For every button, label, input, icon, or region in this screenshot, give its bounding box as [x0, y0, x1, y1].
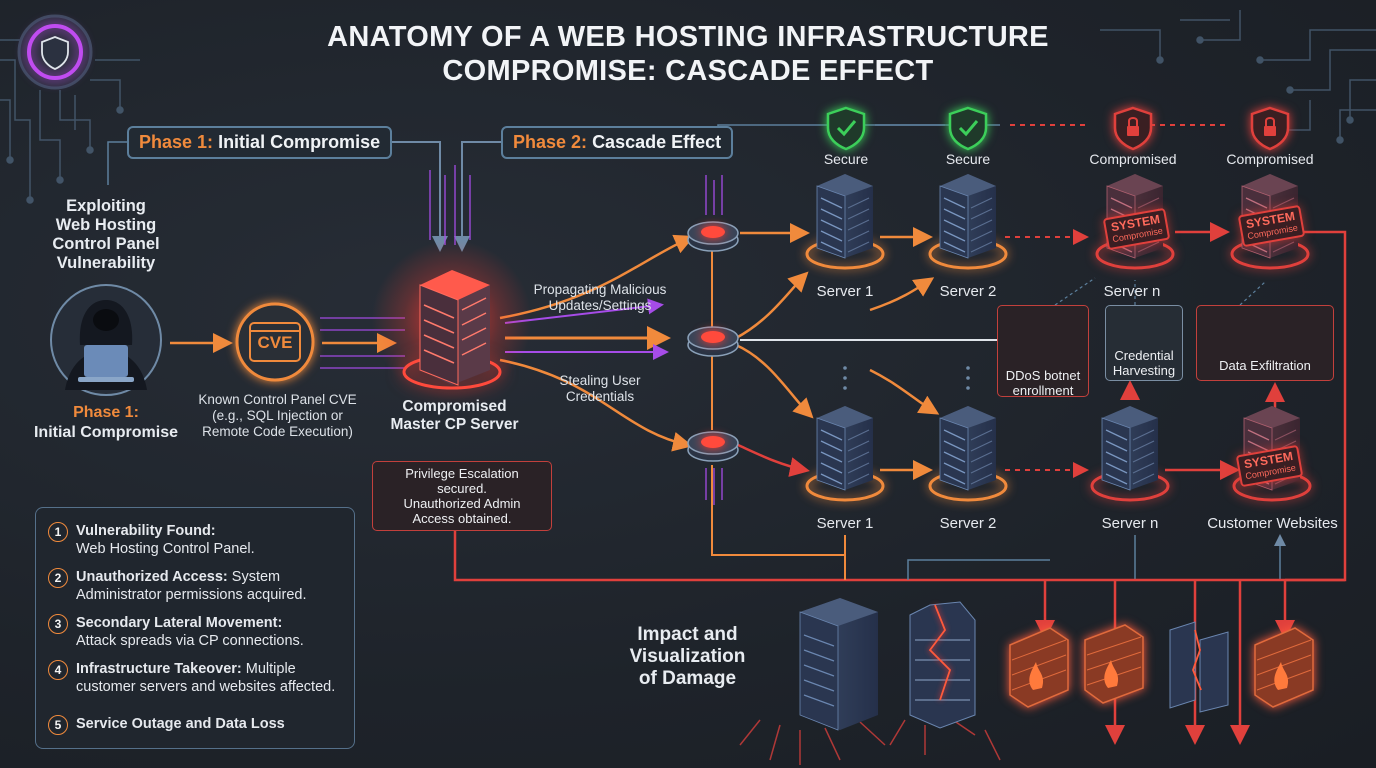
- legend-head: Service Outage and Data Loss: [76, 716, 285, 732]
- ddos-line-1: DDoS botnet: [1005, 368, 1081, 383]
- circuit-lines-left: [0, 39, 140, 204]
- stealing-line-2: Credentials: [565, 389, 635, 404]
- phase-1-caption: Phase 1: Initial Compromise: [30, 403, 182, 443]
- privilege-line-1: Privilege Escalation secured.: [405, 466, 519, 496]
- status-secure-2: Secure: [945, 151, 991, 167]
- impact-title-line-2: Visualization: [629, 646, 746, 667]
- ddos-botnet-box: DDoS botnet enrollment: [997, 305, 1089, 398]
- server-icon: [928, 174, 1008, 270]
- status-compromised-1: Compromised: [1089, 151, 1177, 167]
- exploit-line-4: Vulnerability: [56, 254, 156, 272]
- cve-caption-line-2: (e.g., SQL Injection or: [212, 408, 343, 423]
- legend-number: 1: [48, 522, 68, 542]
- legend-number: 2: [48, 568, 68, 588]
- shield-lock-icon: [1113, 106, 1153, 151]
- cred-line-2: Harvesting: [1112, 363, 1176, 378]
- exploit-label: Exploiting Web Hosting Control Panel Vul…: [30, 197, 182, 273]
- broken-server-icon: [1169, 621, 1229, 713]
- exploit-line-2: Web Hosting: [55, 216, 157, 234]
- impact-title-line-3: of Damage: [638, 668, 737, 689]
- cve-badge-text: CVE: [257, 333, 293, 352]
- phase-1-box: Phase 1: Initial Compromise: [127, 126, 393, 159]
- server-label-top-n: Server n: [1103, 283, 1161, 300]
- legend-head: Unauthorized Access:: [76, 569, 228, 585]
- propagating-line-2: Updates/Settings: [548, 298, 652, 313]
- shield-logo-icon: [17, 14, 93, 90]
- privilege-escalation-box: Privilege Escalation secured. Unauthoriz…: [372, 461, 552, 531]
- router-icon: [687, 431, 739, 462]
- master-server-icon: [372, 240, 532, 400]
- phase-2-box: Phase 2: Cascade Effect: [501, 126, 734, 159]
- firewall-fire-icon: [1084, 624, 1144, 704]
- page-title: ANATOMY OF A WEB HOSTING INFRASTRUCTURE …: [0, 20, 1376, 88]
- privilege-line-2: Unauthorized Admin: [403, 496, 521, 511]
- legend-number: 5: [48, 715, 68, 735]
- customer-websites-label: Customer Websites: [1207, 515, 1338, 532]
- legend-body: Multiple customer servers and websites a…: [76, 661, 336, 695]
- router-icon: [687, 221, 739, 252]
- firewall-fire-icon: [1254, 627, 1314, 708]
- server-icon: [1090, 406, 1170, 502]
- server-label-bottom-n: Server n: [1101, 515, 1159, 532]
- title-line-2: COMPROMISE: CASCADE EFFECT: [442, 55, 934, 87]
- exploit-line-1: Exploiting: [66, 197, 146, 215]
- data-exfiltration-box: Data Exfiltration: [1196, 305, 1334, 381]
- server-label-bottom-2: Server 2: [939, 515, 997, 532]
- impact-title-line-1: Impact and: [637, 624, 738, 645]
- master-caption: Compromised Master CP Server: [372, 398, 537, 434]
- legend-number: 3: [48, 614, 68, 634]
- cve-window-icon: [235, 302, 315, 382]
- legend-head: Vulnerability Found:: [76, 523, 216, 539]
- server-label-top-1: Server 1: [816, 283, 874, 300]
- phase-1-label: Initial Compromise: [218, 132, 381, 152]
- privilege-line-3: Access obtained.: [412, 511, 512, 526]
- cred-line-1: Credential: [1114, 348, 1174, 363]
- server-icon: [805, 174, 885, 270]
- phase-2-prefix: Phase 2:: [513, 132, 588, 152]
- legend-head: Infrastructure Takeover:: [76, 661, 242, 677]
- server-layer: [805, 174, 1312, 502]
- master-caption-line-2: Master CP Server: [390, 416, 519, 433]
- circuit-lines-right: [1100, 10, 1376, 144]
- shield-check-icon: [826, 106, 866, 151]
- phase-1-prefix: Phase 1:: [139, 132, 214, 152]
- status-compromised-2: Compromised: [1226, 151, 1314, 167]
- impact-title: Impact and Visualization of Damage: [615, 624, 760, 690]
- server-icon: [805, 406, 885, 502]
- exploit-line-3: Control Panel: [52, 235, 160, 253]
- server-label-bottom-1: Server 1: [816, 515, 874, 532]
- title-line-1: ANATOMY OF A WEB HOSTING INFRASTRUCTURE: [327, 21, 1049, 53]
- cve-caption-line-1: Known Control Panel CVE: [198, 392, 357, 407]
- phase-2-label: Cascade Effect: [592, 132, 722, 152]
- broken-server-icon: [909, 601, 976, 729]
- router-icon: [687, 326, 739, 357]
- damaged-server-icon: [799, 598, 878, 731]
- status-secure-1: Secure: [823, 151, 869, 167]
- cve-caption: Known Control Panel CVE (e.g., SQL Injec…: [190, 392, 365, 440]
- cve-caption-line-3: Remote Code Execution): [202, 424, 353, 439]
- steps-legend: 1 Vulnerability Found: Web Hosting Contro…: [35, 507, 355, 749]
- server-label-top-2: Server 2: [939, 283, 997, 300]
- firewall-fire-icon: [1009, 627, 1069, 708]
- stealing-label: Stealing User Credentials: [530, 373, 670, 405]
- phase-1-caption-line-1: Phase 1:: [73, 404, 139, 421]
- shield-lock-icon: [1250, 106, 1290, 151]
- legend-body: System Administrator permissions acquire…: [76, 569, 307, 603]
- ddos-line-2: enrollment: [1012, 383, 1074, 398]
- shield-check-icon: [948, 106, 988, 151]
- legend-head: Secondary Lateral Movement:: [76, 615, 283, 631]
- legend-number: 4: [48, 660, 68, 680]
- propagating-label: Propagating Malicious Updates/Settings: [525, 282, 675, 314]
- hacker-icon: [50, 284, 162, 396]
- server-icon: [928, 406, 1008, 502]
- phase-1-caption-line-2: Initial Compromise: [33, 424, 179, 441]
- propagating-line-1: Propagating Malicious: [533, 282, 667, 297]
- credential-harvesting-box: Credential Harvesting: [1105, 305, 1183, 381]
- legend-body: Web Hosting Control Panel.: [76, 541, 255, 557]
- master-caption-line-1: Compromised: [402, 398, 507, 415]
- legend-body: Attack spreads via CP connections.: [76, 633, 304, 649]
- stealing-line-1: Stealing User: [559, 373, 641, 388]
